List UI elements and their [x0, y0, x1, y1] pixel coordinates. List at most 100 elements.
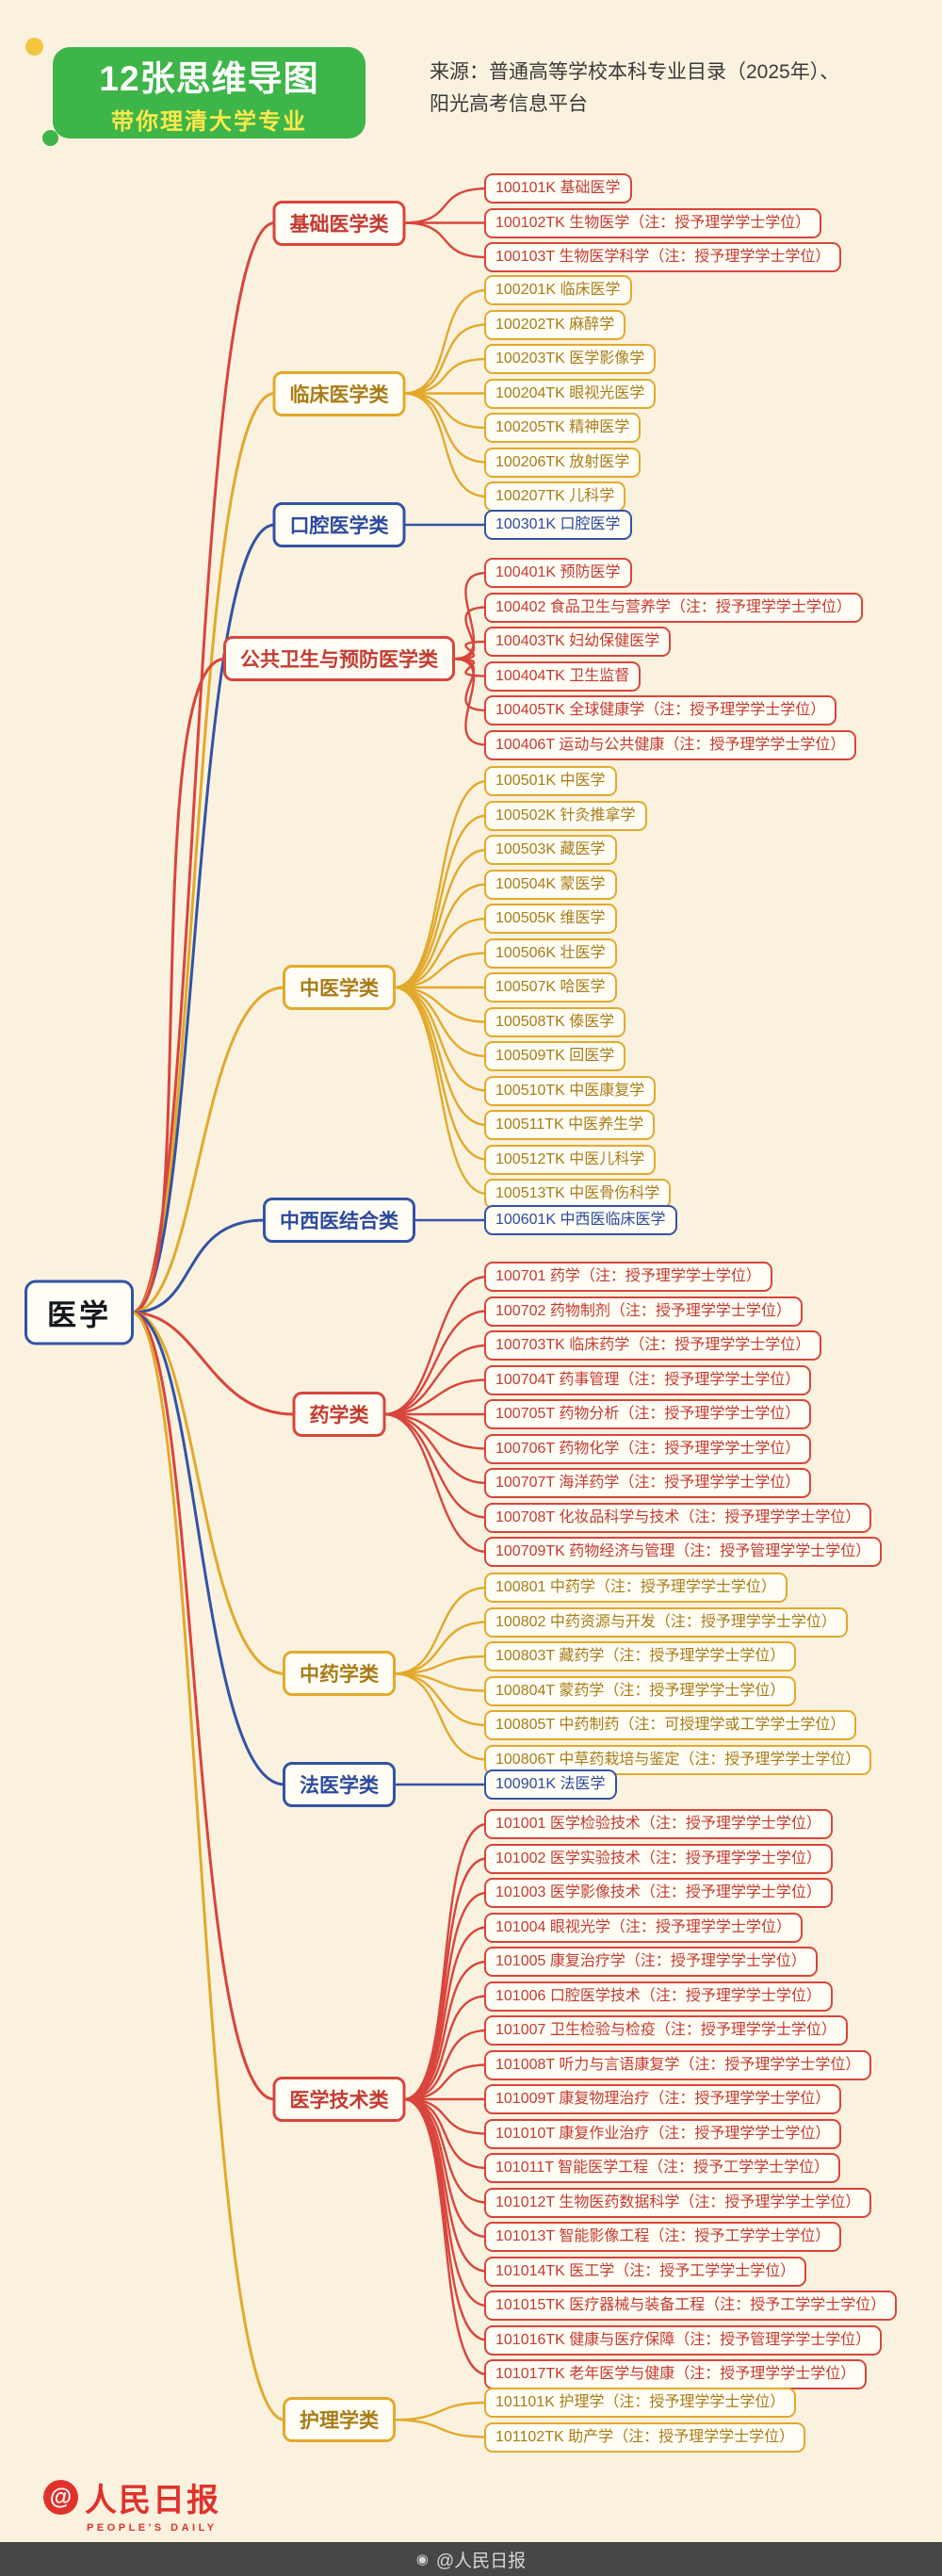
connector-line [130, 1311, 286, 1786]
badge-title: 12张思维导图 [99, 59, 319, 98]
branch-node: 护理学类 [283, 2397, 396, 2443]
connector-line [402, 357, 489, 395]
connector-line [402, 1960, 489, 2101]
source-line-1: 来源：普通高等学校本科专业目录（2025年）、 [430, 61, 840, 83]
connector-line [130, 1218, 267, 1314]
connector-line [382, 1412, 489, 1519]
connector-line [392, 1621, 489, 1675]
root-node: 医学 [24, 1280, 134, 1345]
connector-line [130, 986, 286, 1314]
leaf-node: 100503K 藏医学 [484, 835, 617, 865]
leaf-node: 100709TK 药物经济与管理（注：授予管理学学士学位） [484, 1537, 883, 1567]
leaf-node: 100705T 药物分析（注：授予理学学士学位） [484, 1399, 812, 1429]
leaf-node: 100806T 中草药栽培与鉴定（注：授予理学学士学位） [484, 1744, 872, 1775]
leaf-node: 100706T 药物化学（注：授予理学学士学位） [484, 1433, 812, 1464]
connector-line [382, 1378, 489, 1416]
connector-line [392, 986, 489, 1196]
connector-line [402, 187, 489, 224]
connector-line [402, 2063, 489, 2101]
leaf-node: 100301K 口腔医学 [484, 510, 632, 540]
leaf-node: 100901K 法医学 [484, 1769, 617, 1800]
leaf-node: 100512TK 中医儿科学 [484, 1144, 657, 1175]
connector-line [402, 1926, 489, 2101]
connector-line [451, 640, 489, 660]
connector-line [402, 1857, 489, 2101]
leaf-node: 100402 食品卫生与营养学（注：授予理学学士学位） [484, 592, 863, 623]
leaf-node: 100508TK 傣医学 [484, 1006, 626, 1037]
watermark-bar: ◉ @人民日报 [0, 2542, 942, 2576]
connector-line [392, 1672, 489, 1761]
connector-line [130, 221, 276, 1314]
connector-line [392, 779, 489, 989]
branch-node: 法医学类 [283, 1762, 396, 1807]
connector-line [402, 221, 489, 259]
connector-line [392, 2401, 489, 2421]
leaf-node: 100203TK 医学影像学 [484, 344, 657, 374]
badge-subtitle: 带你理清大学专业 [111, 109, 307, 135]
leaf-node: 100206TK 放射医学 [484, 447, 642, 478]
leaf-node: 100805T 中药制药（注：可授理学或工学学士学位） [484, 1710, 857, 1740]
title-badge: 12张思维导图 带你理清大学专业 [53, 47, 365, 139]
leaf-node: 100707T 海洋药学（注：授予理学学士学位） [484, 1468, 812, 1498]
leaf-node: 101009T 康复物理治疗（注：授予理学学士学位） [484, 2084, 842, 2114]
connector-line [451, 571, 489, 660]
leaf-node: 101102TK 助产学（注：授予理学学士学位） [484, 2421, 806, 2453]
leaf-node: 101007 卫生检验与检疫（注：授予理学学士学位） [484, 2015, 848, 2046]
connector-line [392, 848, 489, 989]
connector-line [402, 2097, 489, 2204]
branch-node: 公共卫生与预防医学类 [223, 636, 455, 682]
connector-line [382, 1275, 489, 1416]
branch-node: 中药学类 [283, 1651, 396, 1697]
leaf-node: 100703TK 临床药学（注：授予理学学士学位） [484, 1330, 822, 1361]
connector-line [382, 1412, 489, 1554]
leaf-node: 100803T 藏药学（注：授予理学学士学位） [484, 1641, 797, 1671]
connector-line [402, 2097, 489, 2307]
connector-line [392, 986, 489, 1092]
leaf-node: 101013T 智能影像工程（注：授予工学学士学位） [484, 2222, 842, 2252]
leaf-node: 101008T 听力与言语康复学（注：授予理学学士学位） [484, 2049, 872, 2080]
leaf-node: 101015TK 医疗器械与装备工程（注：授予工学学士学位） [484, 2291, 898, 2321]
leaf-node: 100509TK 回医学 [484, 1041, 626, 1071]
connector-line [392, 917, 489, 989]
leaf-node: 101001 医学检验技术（注：授予理学学士学位） [484, 1809, 833, 1839]
leaf-node: 100202TK 麻醉学 [484, 309, 626, 340]
branch-node: 中西医结合类 [263, 1198, 415, 1243]
leaf-node: 100505K 维医学 [484, 904, 617, 934]
connector-line [130, 392, 276, 1314]
leaf-node: 101017TK 老年医学与健康（注：授予理学学士学位） [484, 2359, 868, 2389]
source-note: 来源：普通高等学校本科专业目录（2025年）、 阳光高考信息平台 [430, 57, 839, 121]
peoples-daily-subtitle: PEOPLE'S DAILY [87, 2522, 218, 2534]
leaf-node: 101011T 智能医学工程（注：授予工学学士学位） [484, 2153, 841, 2183]
leaf-node: 100704T 药事管理（注：授予理学学士学位） [484, 1364, 812, 1395]
leaf-node: 100201K 临床医学 [484, 275, 632, 305]
leaf-node: 100406T 运动与公共健康（注：授予理学学士学位） [484, 729, 857, 760]
connector-line [130, 1311, 296, 1416]
connector-line [130, 1311, 276, 2101]
leaf-node: 100507K 哈医学 [484, 972, 617, 1003]
leaf-node: 100801 中药学（注：授予理学学士学位） [484, 1573, 788, 1603]
decor-green-dot [42, 130, 58, 146]
leaf-node: 100501K 中医学 [484, 766, 617, 796]
connector-line [392, 2419, 489, 2438]
connector-line [402, 323, 489, 395]
decor-yellow-dot [25, 38, 43, 56]
connector-line [382, 1310, 489, 1416]
connector-line [392, 1586, 489, 1675]
connector-line [130, 1311, 286, 2421]
leaf-node: 101010T 康复作业治疗（注：授予理学学士学位） [484, 2118, 842, 2149]
connector-line [392, 883, 489, 989]
connector-line [451, 658, 489, 746]
leaf-node: 100103T 生物医学科学（注：授予理学学士学位） [484, 242, 842, 272]
branch-node: 医学技术类 [272, 2077, 406, 2122]
weibo-icon: ◉ [415, 2551, 429, 2568]
leaf-node: 100506K 壮医学 [484, 937, 617, 969]
branch-node: 口腔医学类 [272, 502, 406, 547]
leaf-node: 100403TK 妇幼保健医学 [484, 627, 672, 657]
leaf-node: 100802 中药资源与开发（注：授予理学学士学位） [484, 1606, 848, 1638]
leaf-node: 101016TK 健康与医疗保障（注：授予管理学学士学位） [484, 2324, 883, 2356]
connector-line [392, 1655, 489, 1675]
leaf-node: 100504K 蒙医学 [484, 869, 617, 900]
leaf-node: 100510TK 中医康复学 [484, 1075, 657, 1106]
leaf-node: 100102TK 生物医学（注：授予理学学士学位） [484, 207, 822, 238]
